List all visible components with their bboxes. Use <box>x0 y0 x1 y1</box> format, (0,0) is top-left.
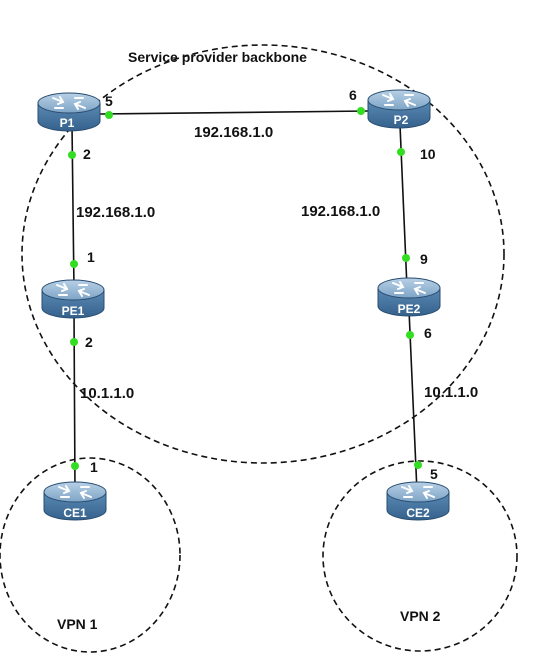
port-dot-p1-2 <box>68 151 76 159</box>
network-label-p2-pe2: 192.168.1.0 <box>301 203 380 220</box>
vpn1-boundary <box>0 457 181 653</box>
backbone-title: Service provider backbone <box>128 49 307 65</box>
router-ce2[interactable]: CE2 <box>386 481 450 521</box>
router-p1[interactable]: P1 <box>37 92 101 132</box>
port-dot-pe2-9 <box>402 254 410 262</box>
port-label-p1-2: 2 <box>83 146 91 162</box>
port-dot-pe1-1 <box>70 260 78 268</box>
port-label-ce2-5: 5 <box>430 466 438 482</box>
port-label-p1-5: 5 <box>105 93 113 109</box>
vpn1-label: VPN 1 <box>57 616 98 632</box>
router-label: P1 <box>60 116 75 130</box>
port-dot-pe1-2 <box>70 338 78 346</box>
port-dot-ce1-1 <box>71 462 79 470</box>
router-label: CE1 <box>63 506 87 520</box>
router-label: P2 <box>394 113 409 127</box>
router-ce1[interactable]: CE1 <box>43 481 107 521</box>
router-p2[interactable]: P2 <box>367 89 431 129</box>
port-label-pe2-6: 6 <box>424 325 432 341</box>
port-label-pe1-2: 2 <box>85 334 93 350</box>
port-dot-p2-6 <box>357 107 365 115</box>
router-pe2[interactable]: PE2 <box>377 277 441 317</box>
link-pe2-ce2[interactable] <box>408 309 418 493</box>
router-pe1[interactable]: PE1 <box>41 279 105 319</box>
network-label-pe2-ce2: 10.1.1.0 <box>424 384 478 401</box>
link-p1-p2[interactable] <box>99 110 369 115</box>
port-label-p2-6: 6 <box>349 87 357 103</box>
port-dot-p2-10 <box>397 148 405 156</box>
network-label-pe1-ce1: 10.1.1.0 <box>80 385 134 402</box>
router-label: PE2 <box>398 302 421 316</box>
backbone-boundary <box>21 44 505 464</box>
port-dot-p1-5 <box>105 111 113 119</box>
router-label: CE2 <box>406 506 430 520</box>
network-label-p1-p2: 192.168.1.0 <box>194 124 273 141</box>
port-dot-ce2-5 <box>414 461 422 469</box>
network-label-p1-pe1: 192.168.1.0 <box>76 204 155 221</box>
vpn2-label: VPN 2 <box>400 608 441 624</box>
links <box>71 110 418 493</box>
port-label-p2-10: 10 <box>420 146 436 162</box>
router-label: PE1 <box>62 304 85 318</box>
port-dots <box>68 107 422 470</box>
vpn2-boundary <box>322 460 518 652</box>
port-label-pe2-9: 9 <box>420 251 428 267</box>
port-label-ce1-1: 1 <box>90 459 98 475</box>
port-dot-pe2-6 <box>406 331 414 339</box>
port-label-pe1-1: 1 <box>87 249 95 265</box>
